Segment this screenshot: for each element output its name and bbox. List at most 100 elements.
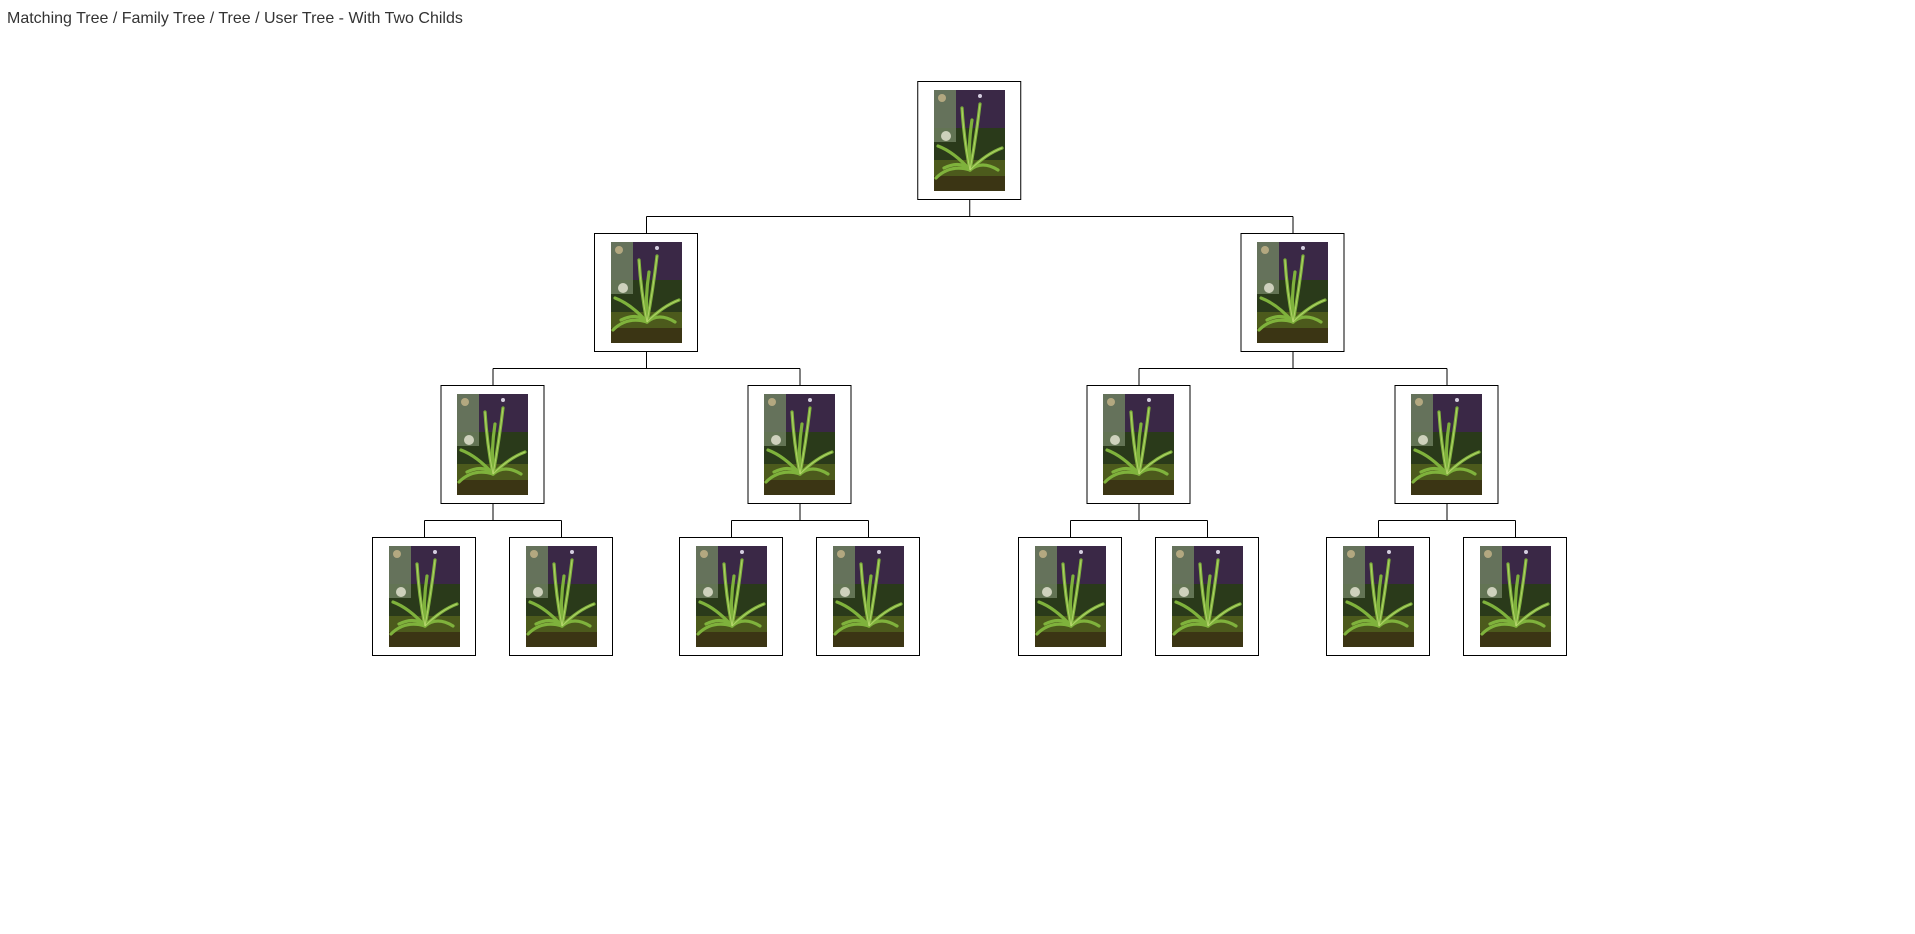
plant-photo bbox=[1480, 546, 1551, 647]
plant-photo bbox=[1411, 394, 1482, 495]
leaf bbox=[1172, 622, 1210, 636]
photo-highlight bbox=[533, 587, 543, 597]
photo-bokeh bbox=[433, 550, 437, 554]
leaf-highlight bbox=[1515, 559, 1527, 627]
photo-light-area bbox=[1172, 546, 1194, 598]
tree-node[interactable] bbox=[372, 537, 476, 656]
leaf bbox=[457, 470, 495, 484]
plant-photo bbox=[457, 394, 528, 495]
leaf bbox=[1290, 270, 1297, 324]
photo-bokeh bbox=[1455, 398, 1459, 402]
plant-photo bbox=[1343, 546, 1414, 647]
photo-soil bbox=[764, 480, 835, 495]
tree-node[interactable] bbox=[1326, 537, 1430, 656]
photo-highlight bbox=[941, 131, 951, 141]
photo-highlight bbox=[1179, 587, 1189, 597]
photo-bokeh bbox=[501, 398, 505, 402]
photo-highlight bbox=[703, 587, 713, 597]
photo-bokeh bbox=[768, 398, 776, 406]
photo-highlight bbox=[1350, 587, 1360, 597]
photo-bokeh bbox=[570, 550, 574, 554]
photo-soil bbox=[1172, 632, 1243, 647]
leaf bbox=[1205, 574, 1212, 628]
photo-bokeh bbox=[1147, 398, 1151, 402]
leaf-highlight bbox=[561, 603, 595, 627]
tree-node[interactable] bbox=[1394, 385, 1499, 504]
leaf bbox=[611, 318, 649, 332]
leaf bbox=[866, 574, 873, 628]
photo-bokeh bbox=[1107, 398, 1115, 406]
photo-light-area bbox=[1035, 546, 1057, 598]
plant-photo bbox=[611, 242, 682, 343]
leaf-highlight bbox=[1070, 603, 1104, 627]
leaf-highlight bbox=[799, 451, 833, 475]
leaf-highlight bbox=[1507, 563, 1517, 627]
photo-light-area bbox=[389, 546, 411, 598]
tree-node[interactable] bbox=[1018, 537, 1122, 656]
leaf bbox=[1136, 422, 1143, 476]
tree-node[interactable] bbox=[679, 537, 783, 656]
photo-bokeh bbox=[461, 398, 469, 406]
leaf-highlight bbox=[1292, 255, 1304, 323]
leaf-highlight bbox=[1207, 559, 1219, 627]
leaf-highlight bbox=[1070, 559, 1082, 627]
leaf-highlight bbox=[1207, 603, 1241, 627]
leaf-highlight bbox=[1138, 451, 1172, 475]
photo-light-area bbox=[764, 394, 786, 446]
plant-photo bbox=[764, 394, 835, 495]
leaf-highlight bbox=[1062, 563, 1072, 627]
tree-node[interactable] bbox=[816, 537, 920, 656]
tree-node[interactable] bbox=[747, 385, 852, 504]
leaf-highlight bbox=[424, 603, 458, 627]
plant-photo bbox=[389, 546, 460, 647]
leaf bbox=[696, 622, 734, 636]
photo-highlight bbox=[840, 587, 850, 597]
photo-bokeh bbox=[978, 94, 982, 98]
leaf-highlight bbox=[1130, 411, 1140, 475]
leaf-highlight bbox=[723, 563, 733, 627]
leaf bbox=[797, 422, 804, 476]
tree-node[interactable] bbox=[1463, 537, 1567, 656]
photo-highlight bbox=[464, 435, 474, 445]
photo-bokeh bbox=[1301, 246, 1305, 250]
photo-light-area bbox=[1257, 242, 1279, 294]
leaf-highlight bbox=[1138, 407, 1150, 475]
tree-node[interactable] bbox=[509, 537, 613, 656]
leaf bbox=[934, 166, 972, 180]
photo-soil bbox=[1103, 480, 1174, 495]
leaf-highlight bbox=[1515, 603, 1549, 627]
plant-photo bbox=[833, 546, 904, 647]
leaf-highlight bbox=[424, 559, 436, 627]
tree-node[interactable] bbox=[1155, 537, 1259, 656]
leaf bbox=[764, 470, 802, 484]
photo-highlight bbox=[1418, 435, 1428, 445]
leaf-highlight bbox=[1284, 259, 1294, 323]
leaf bbox=[1411, 470, 1449, 484]
photo-bokeh bbox=[837, 550, 845, 558]
leaf-highlight bbox=[1378, 603, 1412, 627]
leaf-highlight bbox=[416, 563, 426, 627]
plant-photo bbox=[1172, 546, 1243, 647]
photo-light-area bbox=[457, 394, 479, 446]
photo-bokeh bbox=[808, 398, 812, 402]
leaf-highlight bbox=[646, 255, 658, 323]
tree-node[interactable] bbox=[440, 385, 545, 504]
photo-highlight bbox=[618, 283, 628, 293]
tree-node[interactable] bbox=[1086, 385, 1191, 504]
photo-bokeh bbox=[1079, 550, 1083, 554]
tree-node[interactable] bbox=[1240, 233, 1345, 352]
connector-layer bbox=[424, 200, 1516, 537]
leaf-highlight bbox=[868, 559, 880, 627]
leaf-highlight bbox=[638, 259, 648, 323]
photo-soil bbox=[1480, 632, 1551, 647]
photo-bokeh bbox=[393, 550, 401, 558]
leaf-highlight bbox=[860, 563, 870, 627]
leaf bbox=[389, 622, 427, 636]
photo-light-area bbox=[1343, 546, 1365, 598]
photo-light-area bbox=[526, 546, 548, 598]
tree-node[interactable] bbox=[917, 81, 1022, 200]
tree-node[interactable] bbox=[594, 233, 698, 352]
photo-highlight bbox=[1264, 283, 1274, 293]
photo-bokeh bbox=[1415, 398, 1423, 406]
leaf-highlight bbox=[1370, 563, 1380, 627]
